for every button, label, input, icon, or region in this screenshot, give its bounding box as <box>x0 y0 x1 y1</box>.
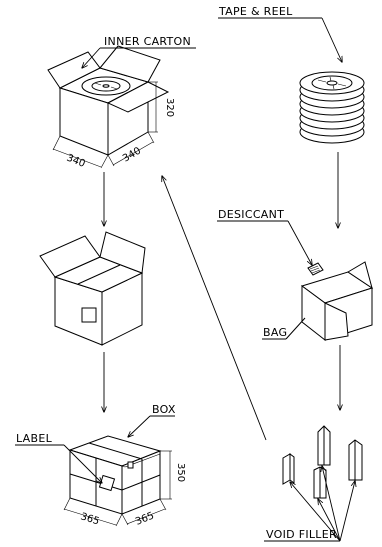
void-filler-piece-1 <box>282 453 295 485</box>
box-leader <box>128 415 151 437</box>
bag-label: BAG <box>263 326 287 339</box>
label-leader <box>63 444 102 483</box>
inner-carton-width: 340 <box>65 153 87 170</box>
inner-carton-height: 320 <box>164 98 175 117</box>
flow-arrows <box>104 152 340 441</box>
reel-stack-layers <box>299 71 365 144</box>
desiccant-leader <box>287 220 312 265</box>
box-depth: 365 <box>134 510 156 527</box>
void-filler-leaders <box>290 466 355 542</box>
box-dimensions <box>63 450 172 527</box>
box-label: BOX <box>152 403 176 416</box>
tape-reel-label: TAPE & REEL <box>218 5 293 18</box>
desiccant-packet <box>307 262 324 276</box>
reel-icon <box>311 75 353 91</box>
box-height: 350 <box>175 463 186 482</box>
box-tag <box>127 461 134 469</box>
label-label: LABEL <box>16 432 53 445</box>
inner-carton-drawing <box>47 45 170 156</box>
tape-reel-stack <box>299 71 365 144</box>
box-width: 365 <box>79 511 100 527</box>
inner-carton-label: INNER CARTON <box>104 35 191 48</box>
tape-reel-leader <box>321 17 342 62</box>
void-filler-piece-2 <box>317 425 331 466</box>
desiccant-label: DESICCANT <box>218 208 284 221</box>
inner-carton-leader <box>82 47 101 68</box>
final-box-drawing <box>68 435 162 515</box>
flow-arrow-filler-to-carton <box>162 176 267 441</box>
void-filler-piece-4 <box>348 439 363 481</box>
bag-drawing <box>300 261 374 342</box>
inner-carton-dimensions <box>52 81 158 169</box>
closing-carton-drawing <box>39 231 146 346</box>
void-filler-piece-3 <box>313 466 327 499</box>
bag-leader <box>285 317 306 340</box>
inner-carton-depth: 340 <box>121 146 143 165</box>
void-filler-label: VOID FILLER <box>266 528 337 541</box>
void-filler-pieces <box>282 425 363 499</box>
carton-label-patch <box>81 307 97 323</box>
